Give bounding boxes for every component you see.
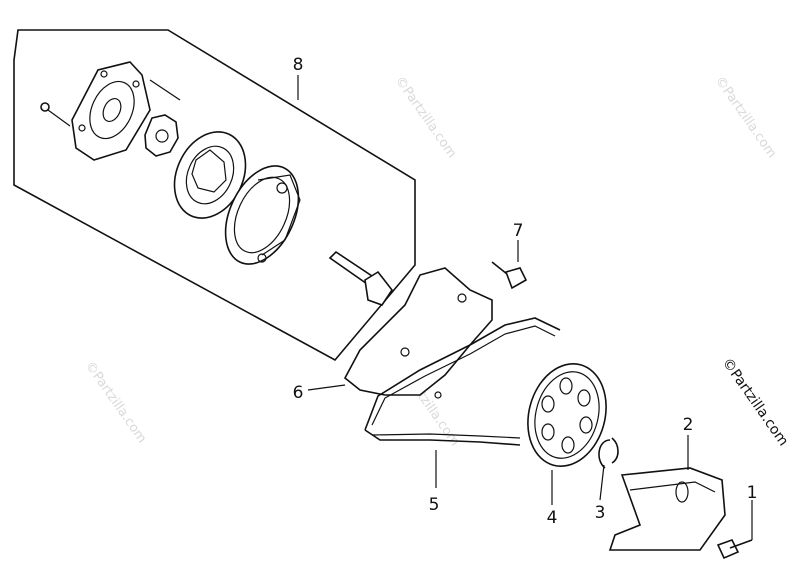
callout-3: 3 bbox=[595, 503, 606, 523]
callout-labels: 1 2 3 4 5 6 7 8 bbox=[293, 55, 758, 528]
pump-shaft bbox=[328, 250, 393, 306]
chain-guide-plate bbox=[608, 467, 726, 551]
leader-lines bbox=[297, 75, 753, 540]
callout-6: 6 bbox=[293, 383, 304, 403]
pump-body bbox=[224, 165, 301, 265]
circlip bbox=[598, 437, 619, 469]
watermark-side: ©Partzilla.com bbox=[719, 355, 792, 449]
cover-screw bbox=[40, 102, 71, 127]
callout-4: 4 bbox=[547, 508, 558, 528]
watermark-1: ©Partzilla.com bbox=[392, 74, 459, 161]
callout-2: 2 bbox=[683, 415, 694, 435]
assembly-bracket-outline bbox=[13, 29, 416, 362]
watermark-2: ©Partzilla.com bbox=[712, 74, 779, 161]
dowel-pin bbox=[149, 79, 181, 101]
callout-1: 1 bbox=[747, 483, 758, 503]
sprocket bbox=[527, 363, 607, 467]
inner-rotor bbox=[144, 114, 179, 157]
callout-8: 8 bbox=[293, 55, 304, 75]
drive-chain bbox=[364, 317, 561, 446]
mounting-bolt bbox=[491, 261, 528, 290]
pump-cover bbox=[71, 61, 151, 161]
watermark-3: ©Partzilla.com bbox=[82, 359, 149, 446]
guide-plate-bolt bbox=[716, 539, 753, 560]
callout-7: 7 bbox=[513, 221, 524, 241]
callout-5: 5 bbox=[429, 495, 440, 515]
